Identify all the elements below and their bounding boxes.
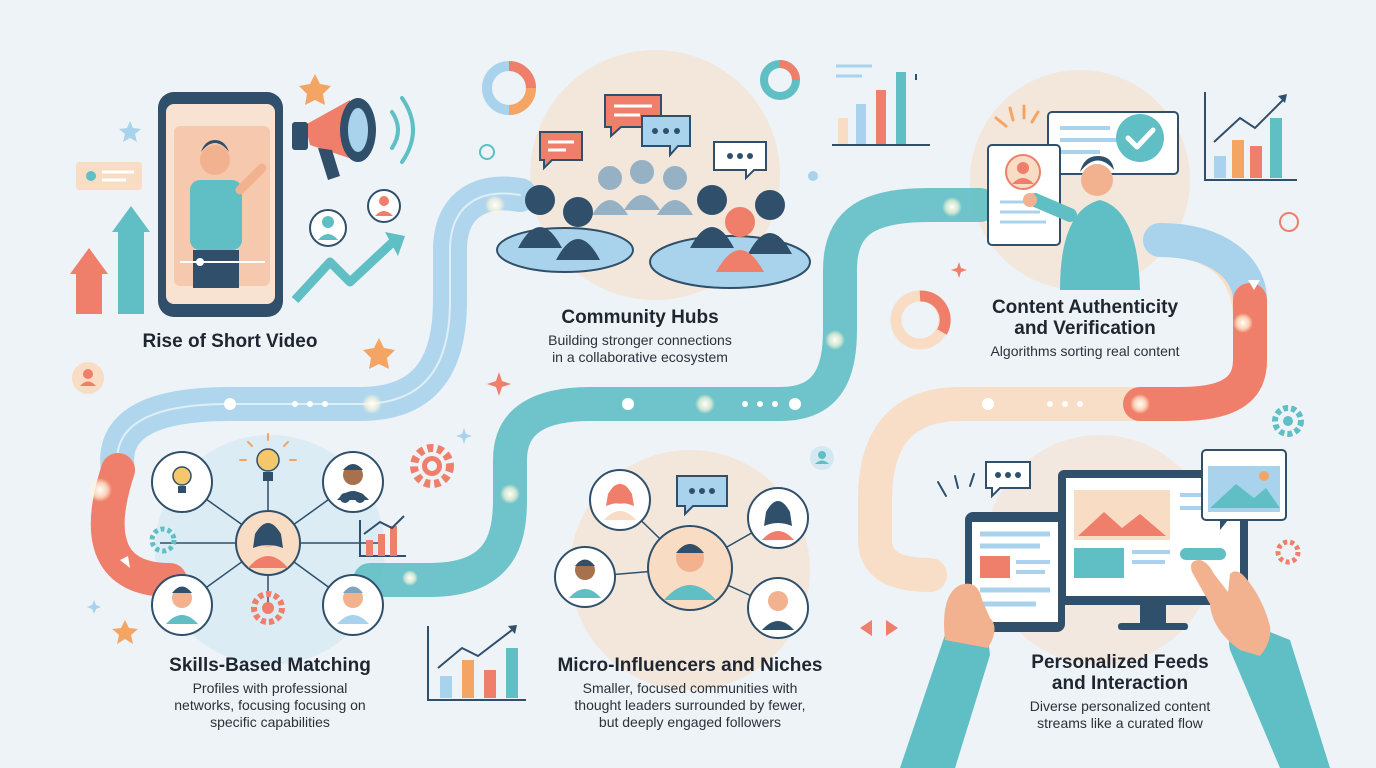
megaphone-icon	[292, 96, 415, 180]
stage-title: Micro-Influencers and Niches	[557, 655, 823, 676]
trend-arrow-icon	[70, 206, 405, 314]
path-nodes	[88, 195, 1260, 586]
person-figure	[1023, 156, 1140, 290]
gear-icon	[149, 405, 1304, 625]
lightbulb-icon	[172, 433, 297, 493]
donut-chart-icon	[479, 60, 1299, 350]
chat-bubble-icon	[676, 461, 1031, 517]
stage-title: Personalized Feeds and Interaction	[1031, 652, 1209, 694]
chat-bubble-icon	[539, 94, 767, 181]
chat-bubble-icon	[76, 162, 142, 190]
avatar-icon	[72, 189, 401, 394]
bar-chart-icon	[359, 515, 406, 557]
people-group-icon	[496, 160, 811, 289]
stage-title: Skills-Based Matching	[169, 655, 371, 676]
stage-rise-of-short-video: Rise of Short Video	[100, 331, 360, 352]
bar-chart-icon	[427, 446, 898, 701]
stage-subtitle: Diverse personalized content streams lik…	[1029, 698, 1211, 731]
stage-title: Rise of Short Video	[142, 331, 318, 352]
stage-title: Community Hubs	[561, 307, 719, 328]
tablet-icon	[965, 512, 1065, 632]
stage-title: Content Authenticity and Verification	[991, 297, 1179, 339]
stage-subtitle: Profiles with professional networks, foc…	[174, 680, 366, 730]
stage-subtitle: Algorithms sorting real content	[990, 343, 1180, 359]
stage-personalized-feeds: Personalized Feeds and Interaction Diver…	[985, 652, 1255, 732]
hand-pointer-icon	[900, 560, 1330, 768]
bar-chart-icon	[832, 64, 930, 146]
winding-path	[90, 176, 1267, 597]
stage-skills-based-matching: Skills-Based Matching Profiles with prof…	[120, 655, 420, 731]
avatar-icon	[554, 469, 809, 639]
stage-subtitle: Smaller, focused communities with though…	[574, 680, 806, 730]
verified-badge-icon	[1116, 114, 1164, 162]
star-icon	[87, 74, 967, 644]
stage-content-authenticity: Content Authenticity and Verification Al…	[950, 297, 1220, 360]
stage-community-hubs: Community Hubs Building stronger connect…	[480, 307, 800, 366]
stage-micro-influencers: Micro-Influencers and Niches Smaller, fo…	[530, 655, 850, 731]
bar-chart-icon	[1204, 92, 1297, 181]
smartphone-video-icon	[158, 92, 283, 317]
stage-subtitle: Building stronger connections in a colla…	[548, 332, 732, 365]
